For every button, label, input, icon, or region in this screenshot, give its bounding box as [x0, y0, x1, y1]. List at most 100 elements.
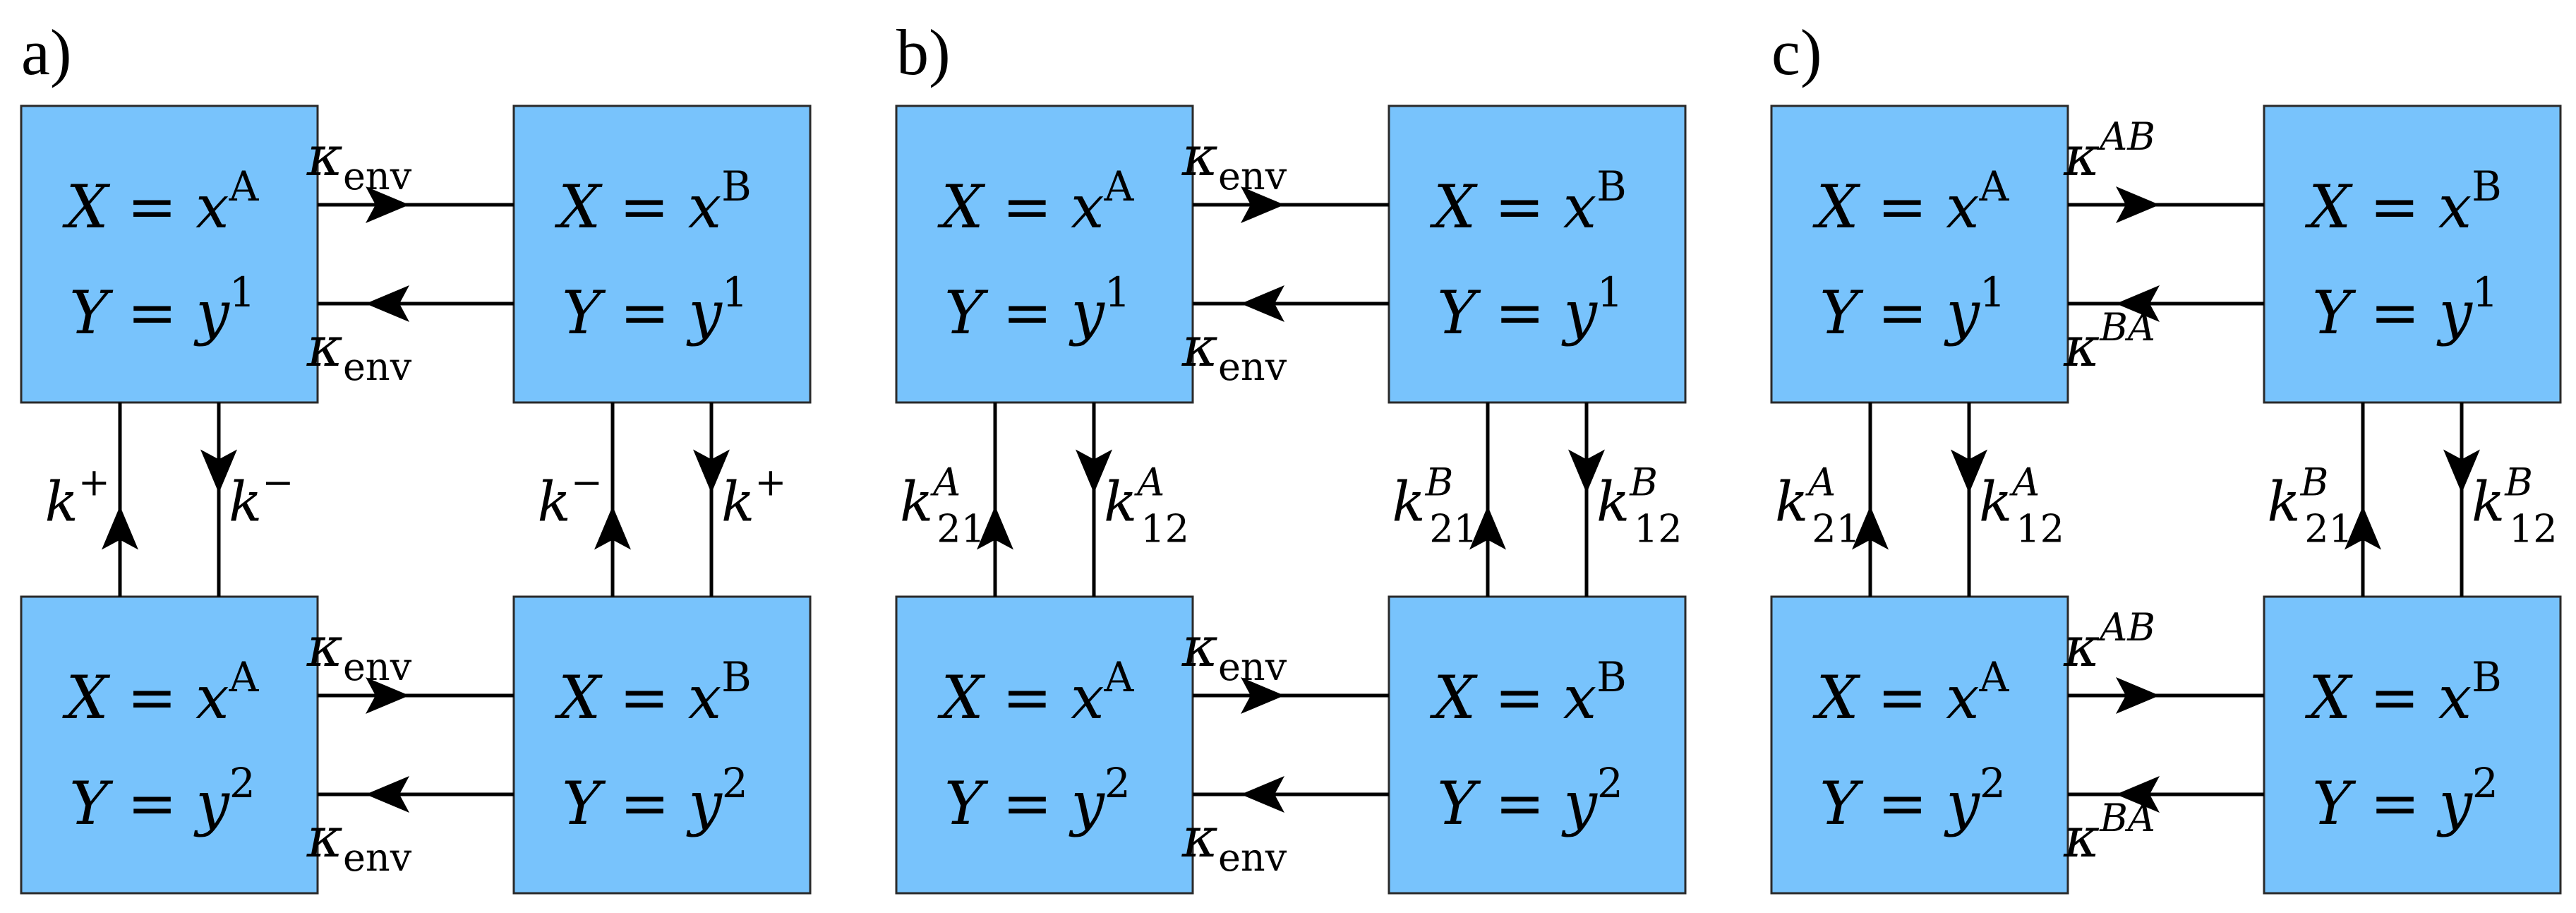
state-box-background [895, 105, 1194, 404]
rate-symbol: k [537, 471, 570, 535]
rate-superscript: − [571, 460, 603, 505]
bottom-left-arrowhead [366, 776, 409, 813]
rate-superscript: − [262, 460, 294, 505]
y-value: y [2436, 769, 2473, 838]
rate-symbol: κ [1181, 316, 1218, 379]
rate-symbol: κ [306, 806, 343, 870]
rate-label-left-down: k− [229, 460, 294, 535]
left-up-arrowhead [977, 506, 1013, 550]
y-state-equation: Y = y2 [562, 759, 748, 838]
state-box-background [1388, 595, 1687, 895]
rate-superscript: B [2300, 460, 2329, 505]
left-up-arrowhead [102, 506, 138, 550]
right-down-arrowhead [2443, 449, 2480, 494]
rate-subscript: env [343, 835, 412, 880]
top-right-arrowhead [366, 186, 409, 223]
y-superscript: 1 [2472, 268, 2498, 316]
y-state-equation: Y = y2 [1437, 759, 1623, 838]
rate-subscript: 21 [2304, 507, 2353, 551]
rate-symbol: k [2472, 471, 2505, 535]
rate-subscript: 12 [2509, 507, 2558, 551]
x-value: x [1563, 663, 1596, 732]
x-superscript: A [229, 162, 260, 210]
state-box-background [2263, 105, 2562, 404]
rate-symbol: k [1392, 471, 1425, 535]
rate-superscript: A [1133, 460, 1164, 505]
rate-symbol: k [2267, 471, 2300, 535]
y-state-equation: Y = y1 [2312, 268, 2498, 347]
rate-symbol: k [1979, 471, 2012, 535]
state-box-background [2263, 595, 2562, 895]
state-box-tr: X = xBY = y1 [2263, 105, 2562, 404]
y-value: y [2436, 278, 2473, 347]
y-value: y [193, 769, 230, 838]
rate-label-top-left: κenv [306, 316, 412, 389]
rate-superscript: + [78, 460, 110, 505]
rate-superscript: AB [2096, 114, 2155, 159]
state-box-background [1770, 595, 2069, 895]
rate-symbol: k [900, 471, 933, 535]
y-superscript: 1 [722, 268, 748, 316]
state-box-bl: X = xAY = y2 [20, 595, 319, 895]
rate-symbol: κ [2063, 125, 2100, 189]
right-down-arrowhead [1568, 449, 1605, 494]
bottom-right-arrowhead [1241, 677, 1284, 714]
rate-symbol: κ [306, 616, 343, 679]
rate-label-bottom-right: κenv [1181, 616, 1287, 689]
rate-label-top-left: κBA [2063, 305, 2155, 379]
rate-subscript: env [1218, 154, 1287, 198]
y-value: y [1560, 278, 1598, 347]
x-state-equation: X = xB [1429, 653, 1627, 732]
left-down-arrowhead [200, 449, 237, 494]
rate-superscript: BA [2099, 305, 2155, 350]
y-superscript: 1 [1980, 268, 2006, 316]
x-value: x [1071, 663, 1104, 732]
rate-superscript: B [1425, 460, 1454, 505]
x-superscript: A [1104, 653, 1135, 701]
rate-subscript: env [1218, 835, 1287, 880]
x-state-equation: X = xB [2304, 653, 2502, 732]
x-state-equation: X = xA [937, 653, 1135, 732]
top-left-arrowhead [1241, 285, 1284, 322]
rate-symbol: κ [2063, 316, 2100, 379]
right-up-arrowhead [1469, 506, 1506, 550]
state-box-tr: X = xBY = y1 [512, 105, 812, 404]
bottom-left-arrowhead [1241, 776, 1284, 813]
right-up-arrowhead [594, 506, 631, 550]
left-down-arrowhead [1076, 449, 1112, 494]
state-box-tr: X = xBY = y1 [1388, 105, 1687, 404]
y-value: y [1943, 278, 1980, 347]
rate-superscript: BA [2099, 796, 2155, 840]
y-superscript: 2 [2472, 759, 2498, 807]
top-left-arrowhead [2116, 285, 2160, 322]
rate-symbol: κ [306, 316, 343, 379]
y-value: y [685, 769, 723, 838]
x-state-equation: X = xB [554, 162, 752, 241]
x-value: x [688, 663, 721, 732]
x-superscript: B [2472, 162, 2502, 210]
state-box-background [895, 595, 1194, 895]
state-box-tl: X = xAY = y1 [895, 105, 1194, 404]
panel-a: a)X = xAY = y1X = xBY = y1X = xAY = y2X … [20, 16, 812, 895]
x-value: x [688, 172, 721, 241]
rate-subscript: env [343, 345, 412, 389]
rate-label-top-right: κAB [2063, 114, 2155, 189]
y-superscript: 2 [229, 759, 255, 807]
rate-subscript: 12 [1634, 507, 1683, 551]
y-value: y [1068, 278, 1105, 347]
rate-symbol: κ [2063, 806, 2100, 870]
y-state-equation: Y = y2 [944, 759, 1131, 838]
state-box-bl: X = xAY = y2 [1770, 595, 2069, 895]
rate-label-right-down: k+ [721, 460, 787, 535]
bottom-right-arrowhead [2116, 677, 2160, 714]
state-box-tl: X = xAY = y1 [20, 105, 319, 404]
x-value: x [1946, 663, 1979, 732]
y-state-equation: Y = y1 [1437, 268, 1623, 347]
rate-symbol: κ [306, 125, 343, 189]
y-value: y [193, 278, 230, 347]
x-value: x [1563, 172, 1596, 241]
rate-subscript: 21 [1429, 507, 1478, 551]
